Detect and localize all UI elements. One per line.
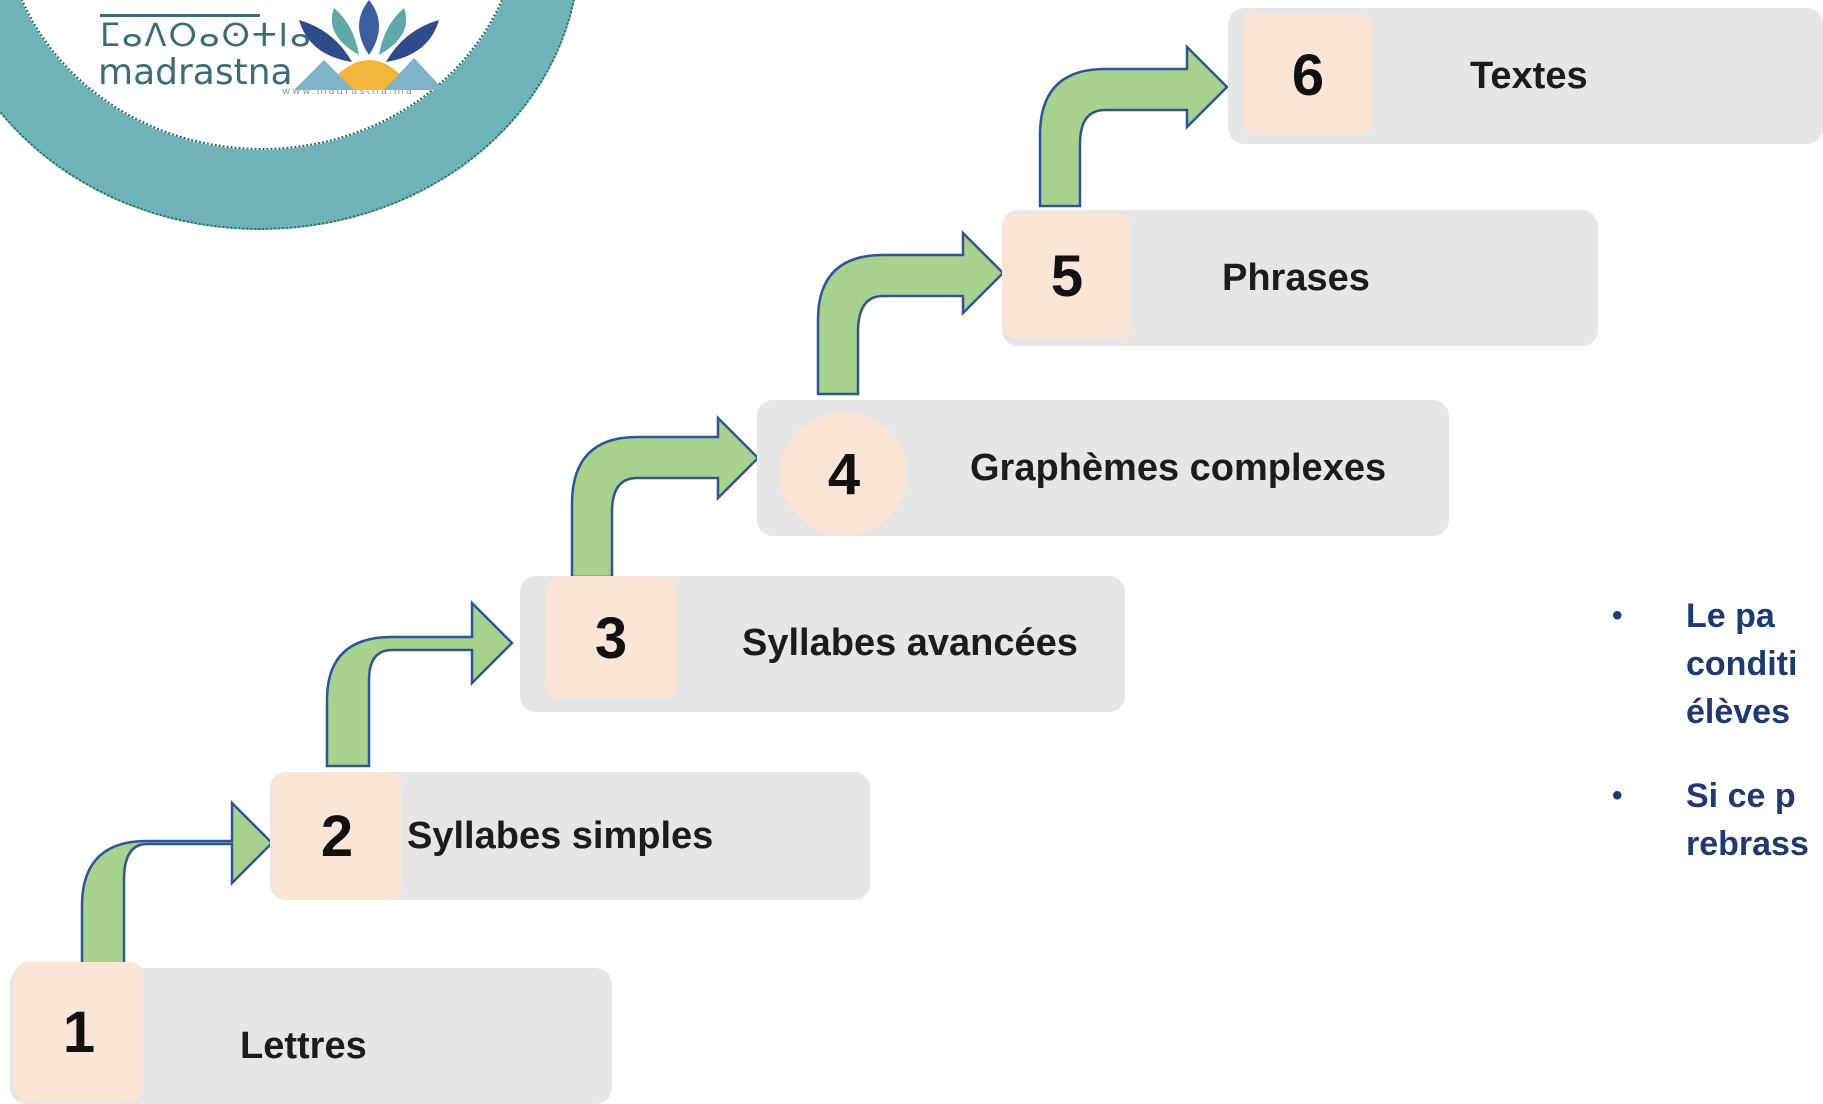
step-2-number: 2 (272, 772, 402, 900)
arrow-3-to-4 (570, 414, 760, 579)
step-4-label: Graphèmes complexes (970, 447, 1387, 489)
step-1-label: Lettres (240, 1025, 367, 1067)
step-1-number: 1 (14, 962, 144, 1102)
step-2-label: Syllabes simples (407, 815, 714, 857)
logo-flower-icon (294, 0, 444, 90)
arrow-2-to-3 (325, 599, 514, 768)
bullet-item: • Si ce p rebrass (1612, 772, 1823, 868)
arrow-1-to-2 (80, 799, 274, 967)
step-3-number: 3 (546, 576, 676, 700)
bullet-list: • Le pa conditi élèves • Si ce p rebrass (1612, 592, 1823, 904)
logo-tifinagh-text: ⵎⴰⴷⵔⴰⵙⵜⵏⴰ (100, 16, 313, 54)
step-5-number: 5 (1002, 214, 1132, 338)
step-6-label: Textes (1470, 55, 1588, 97)
bullet-marker: • (1612, 779, 1623, 812)
bullet-marker: • (1612, 599, 1623, 632)
step-4-number: 4 (780, 412, 908, 536)
logo-name: madrastna (98, 52, 293, 93)
bullet-text: Le pa conditi élèves (1686, 597, 1798, 731)
logo-arabic-text (100, 0, 260, 17)
bullet-text: Si ce p rebrass (1686, 777, 1809, 863)
logo-url: www.madrastna.ma (282, 86, 414, 97)
arrow-4-to-5 (816, 229, 1005, 396)
step-3-label: Syllabes avancées (742, 622, 1078, 664)
arrow-5-to-6 (1038, 43, 1229, 208)
bullet-item: • Le pa conditi élèves (1612, 592, 1823, 736)
step-6-number: 6 (1243, 14, 1373, 136)
step-5-label: Phrases (1222, 257, 1370, 299)
